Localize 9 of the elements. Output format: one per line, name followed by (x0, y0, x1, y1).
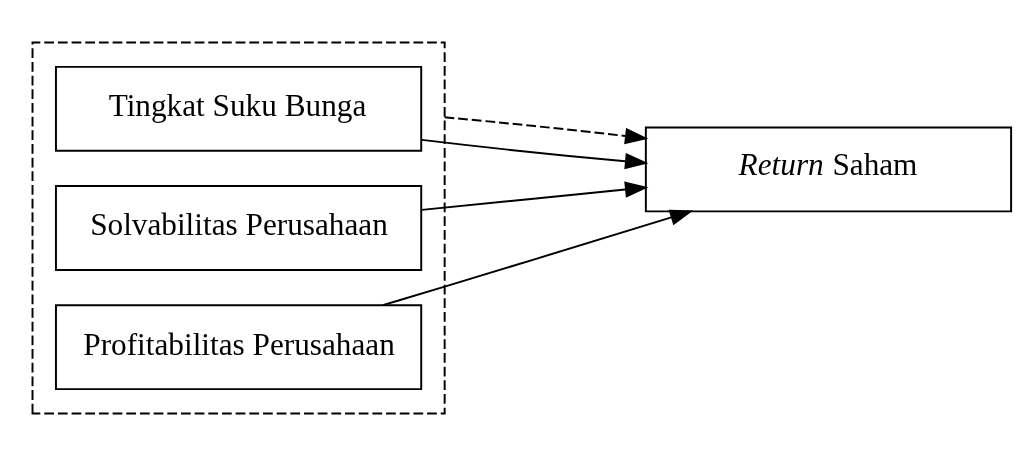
arrow (420, 181, 649, 211)
node-box: Profitabilitas Perusahaan (55, 304, 423, 391)
arrow (381, 209, 694, 307)
arrow (420, 138, 649, 170)
node-box: Solvabilitas Perusahaan (55, 185, 423, 271)
node-box: Return Saham (644, 126, 1013, 213)
arrow (443, 116, 649, 145)
node-box: Tingkat Suku Bunga (55, 65, 423, 152)
cluster (31, 41, 446, 415)
